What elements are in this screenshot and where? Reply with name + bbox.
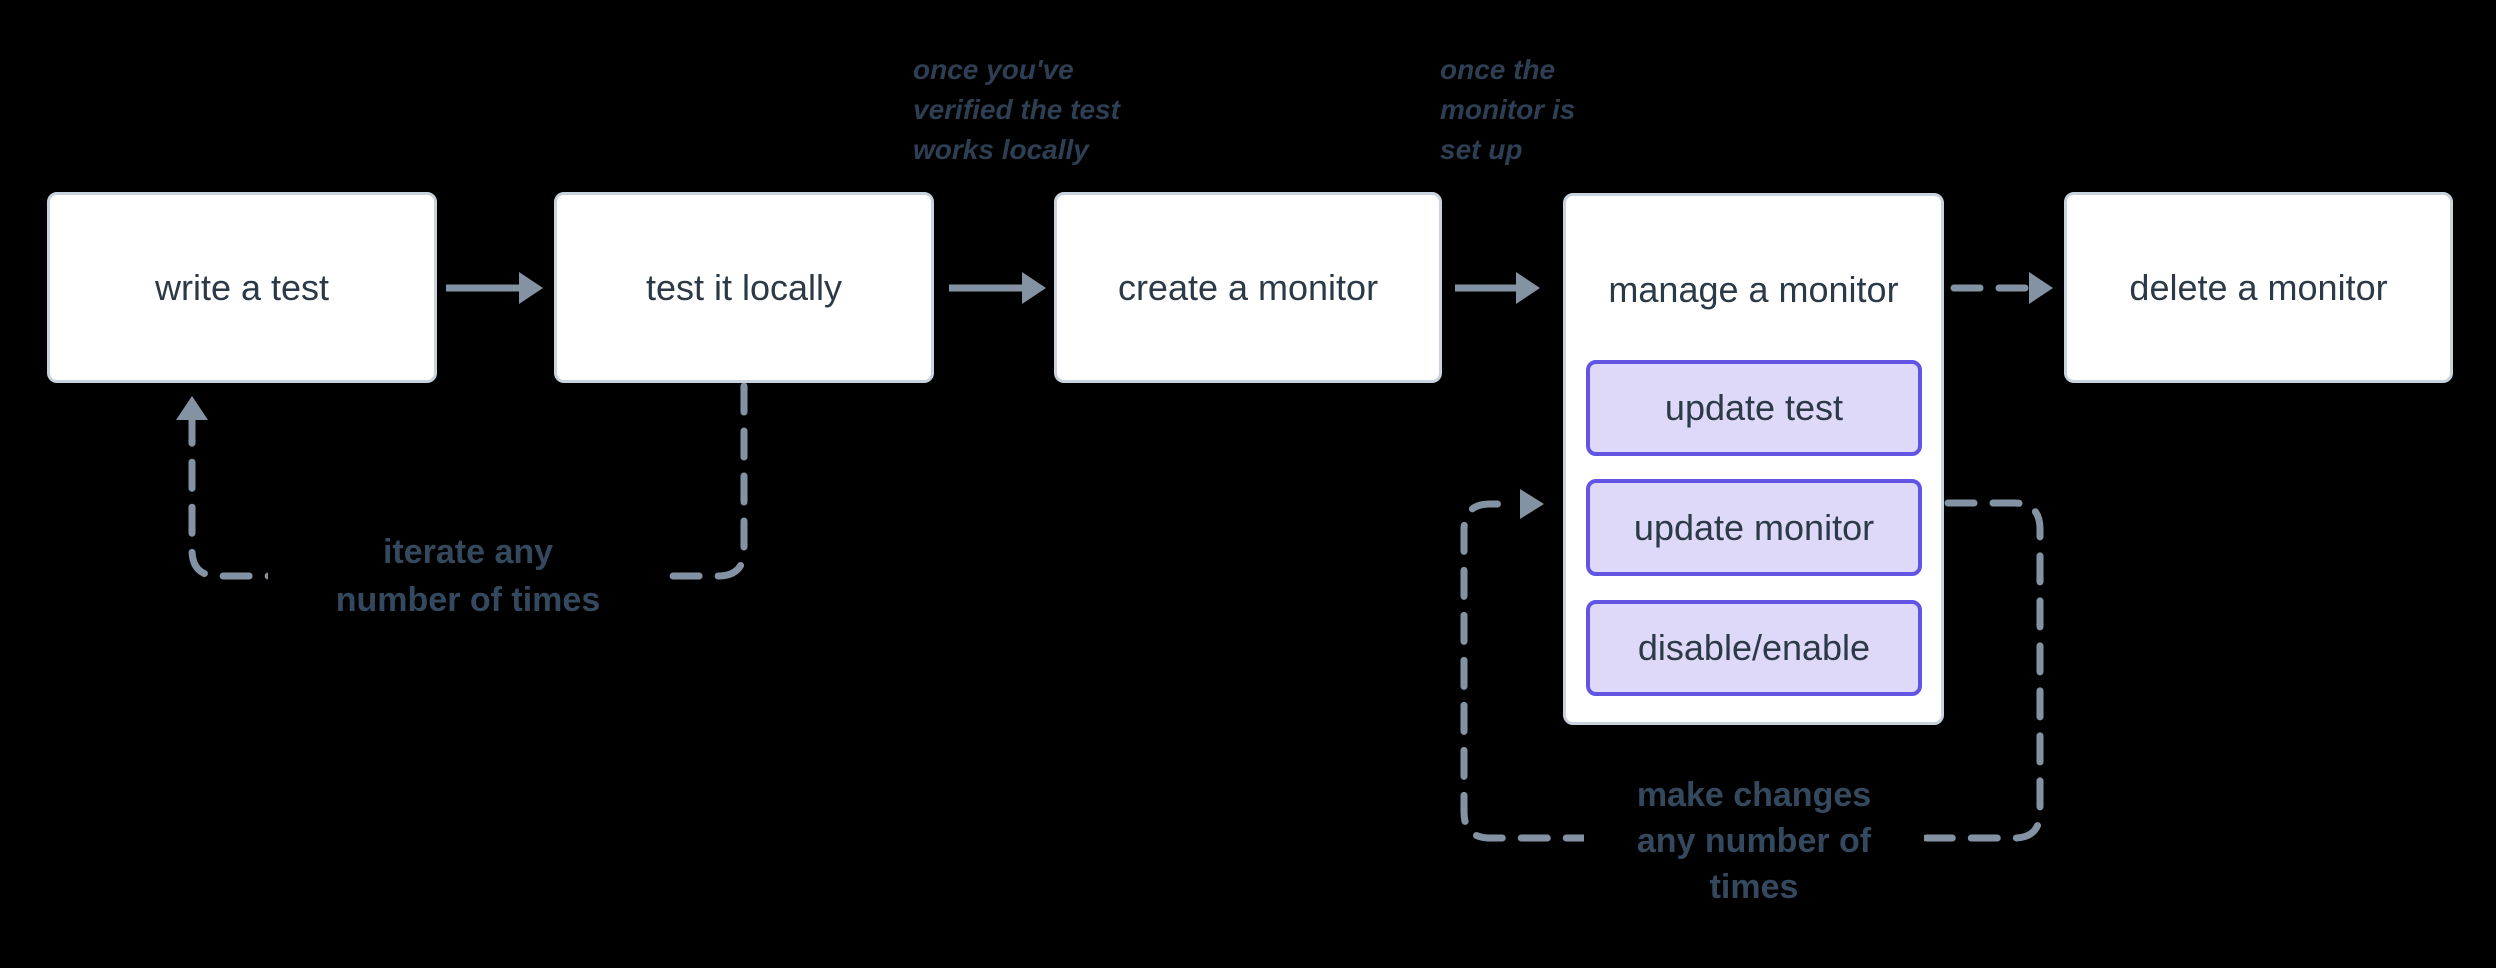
- note-monitor-set-up: once the monitor is set up: [1440, 50, 1575, 170]
- button-update-test: update test: [1586, 360, 1922, 456]
- arrow-manage-to-delete: [1950, 272, 2053, 304]
- note-line: once you've: [913, 54, 1074, 85]
- node-label: create a monitor: [1117, 266, 1379, 308]
- label-iterate-any-number-of-times: iterate any number of times: [268, 528, 668, 624]
- node-manage-a-monitor: manage a monitor update test update moni…: [1563, 193, 1944, 725]
- node-label: delete a monitor: [2129, 266, 2388, 308]
- label-line: make changes: [1636, 776, 1872, 814]
- node-label: manage a monitor: [1608, 269, 1899, 310]
- arrow-test-to-create: [949, 272, 1046, 304]
- node-label: test it locally: [645, 266, 843, 308]
- note-line: works locally: [913, 134, 1089, 165]
- label-line: times: [1709, 868, 1799, 906]
- node-test-it-locally: test it locally: [554, 192, 934, 383]
- label-line: number of times: [335, 581, 601, 619]
- arrow-write-to-test: [446, 272, 543, 304]
- label-line: any number of: [1636, 822, 1872, 860]
- node-delete-a-monitor: delete a monitor: [2064, 192, 2453, 383]
- note-line: monitor is: [1440, 94, 1576, 125]
- button-disable-enable: disable/enable: [1586, 600, 1922, 696]
- node-write-a-test: write a test: [47, 192, 437, 383]
- button-update-monitor: update monitor: [1586, 479, 1922, 576]
- note-line: once the: [1440, 54, 1556, 85]
- note-line: set up: [1440, 134, 1523, 165]
- label-line: iterate any: [382, 533, 554, 571]
- node-create-a-monitor: create a monitor: [1054, 192, 1442, 383]
- note-verified-locally: once you've verified the test works loca…: [913, 50, 1120, 170]
- node-label: write a test: [154, 266, 330, 308]
- arrow-create-to-manage: [1455, 272, 1540, 304]
- label-make-changes-any-number-of-times: make changes any number of times: [1584, 772, 1924, 910]
- note-line: verified the test: [913, 94, 1120, 125]
